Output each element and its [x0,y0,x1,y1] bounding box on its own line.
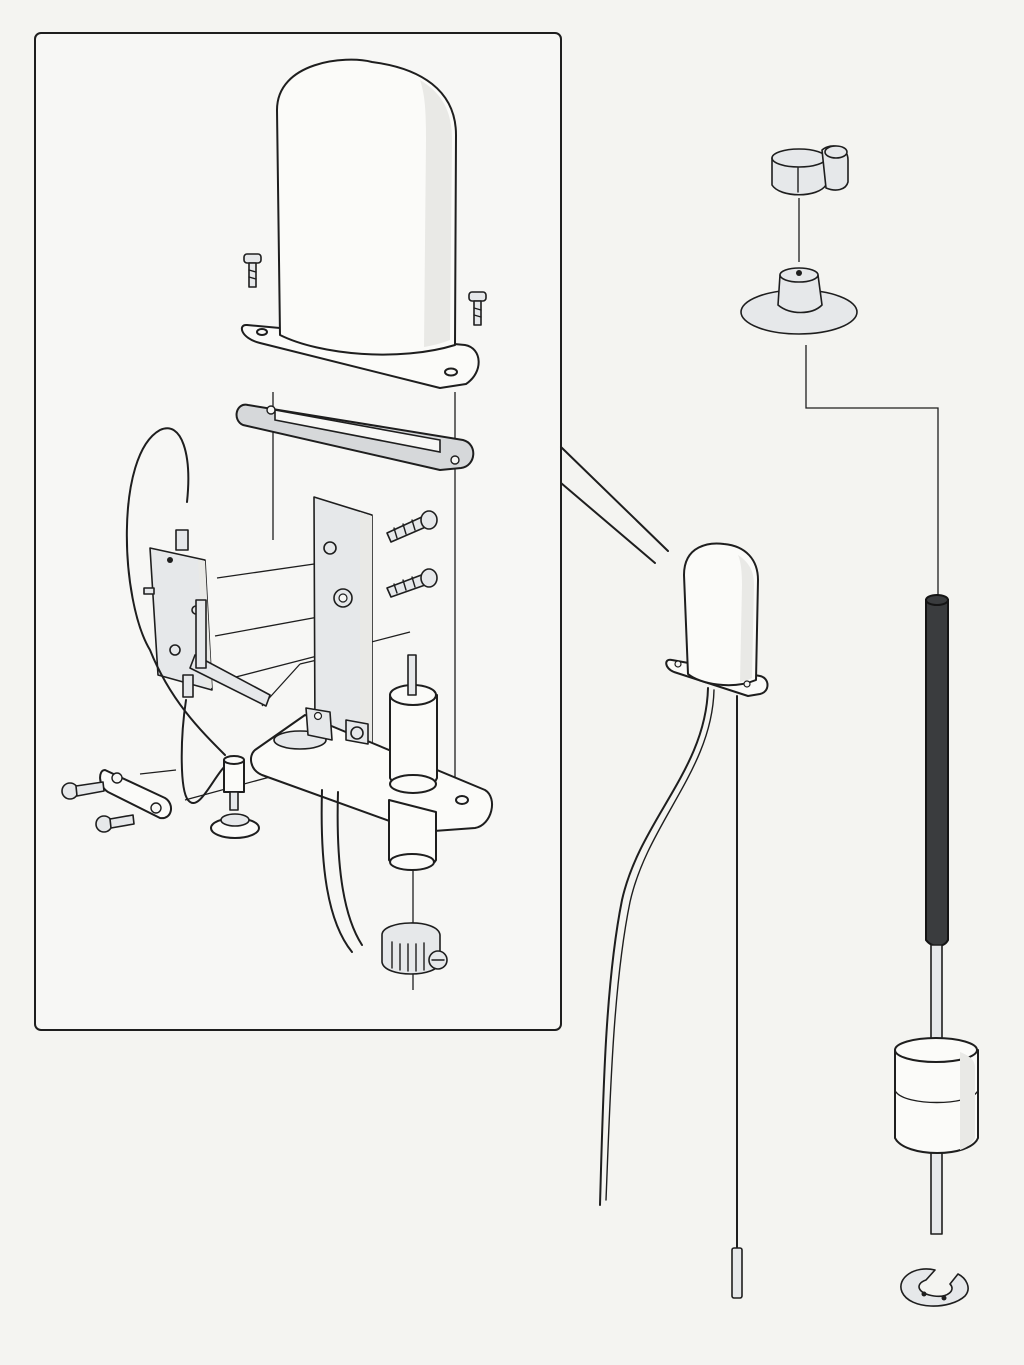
cover-hole-right [444,367,458,377]
insulated-terminal [210,755,260,839]
switch-wire [125,427,226,756]
switch-lever [189,599,271,707]
clamp-screw-front [61,781,105,800]
outlet-hose [320,789,363,953]
cover-hole-left [256,328,268,336]
rubber-disc [740,267,858,335]
bracket-screw-upper [386,510,438,543]
probe-rod [731,695,743,1299]
clamp-strip [99,769,172,820]
clamp-screw-rear [95,814,135,833]
adjustment-knob [771,145,849,196]
float-leader [805,345,939,595]
sensor-cable-inner [605,689,715,1201]
mounting-bracket [313,496,373,761]
float [894,1037,979,1154]
mounting-screw-left [243,253,262,288]
mounting-screw-right [468,291,487,326]
retaining-clip [900,1268,969,1307]
switch-wire-lead [180,699,233,804]
hose-clamp [381,922,448,975]
sleeve-bushing [389,654,438,794]
gasket [235,403,475,471]
float-guide-tube [249,707,494,871]
bracket-screw-lower [386,568,438,598]
assembled-sensor-unit [665,542,769,697]
top-cover [240,58,480,389]
float-rod [925,594,949,1235]
detail-callout-lines [560,446,669,564]
sensor-cable [599,687,709,1206]
